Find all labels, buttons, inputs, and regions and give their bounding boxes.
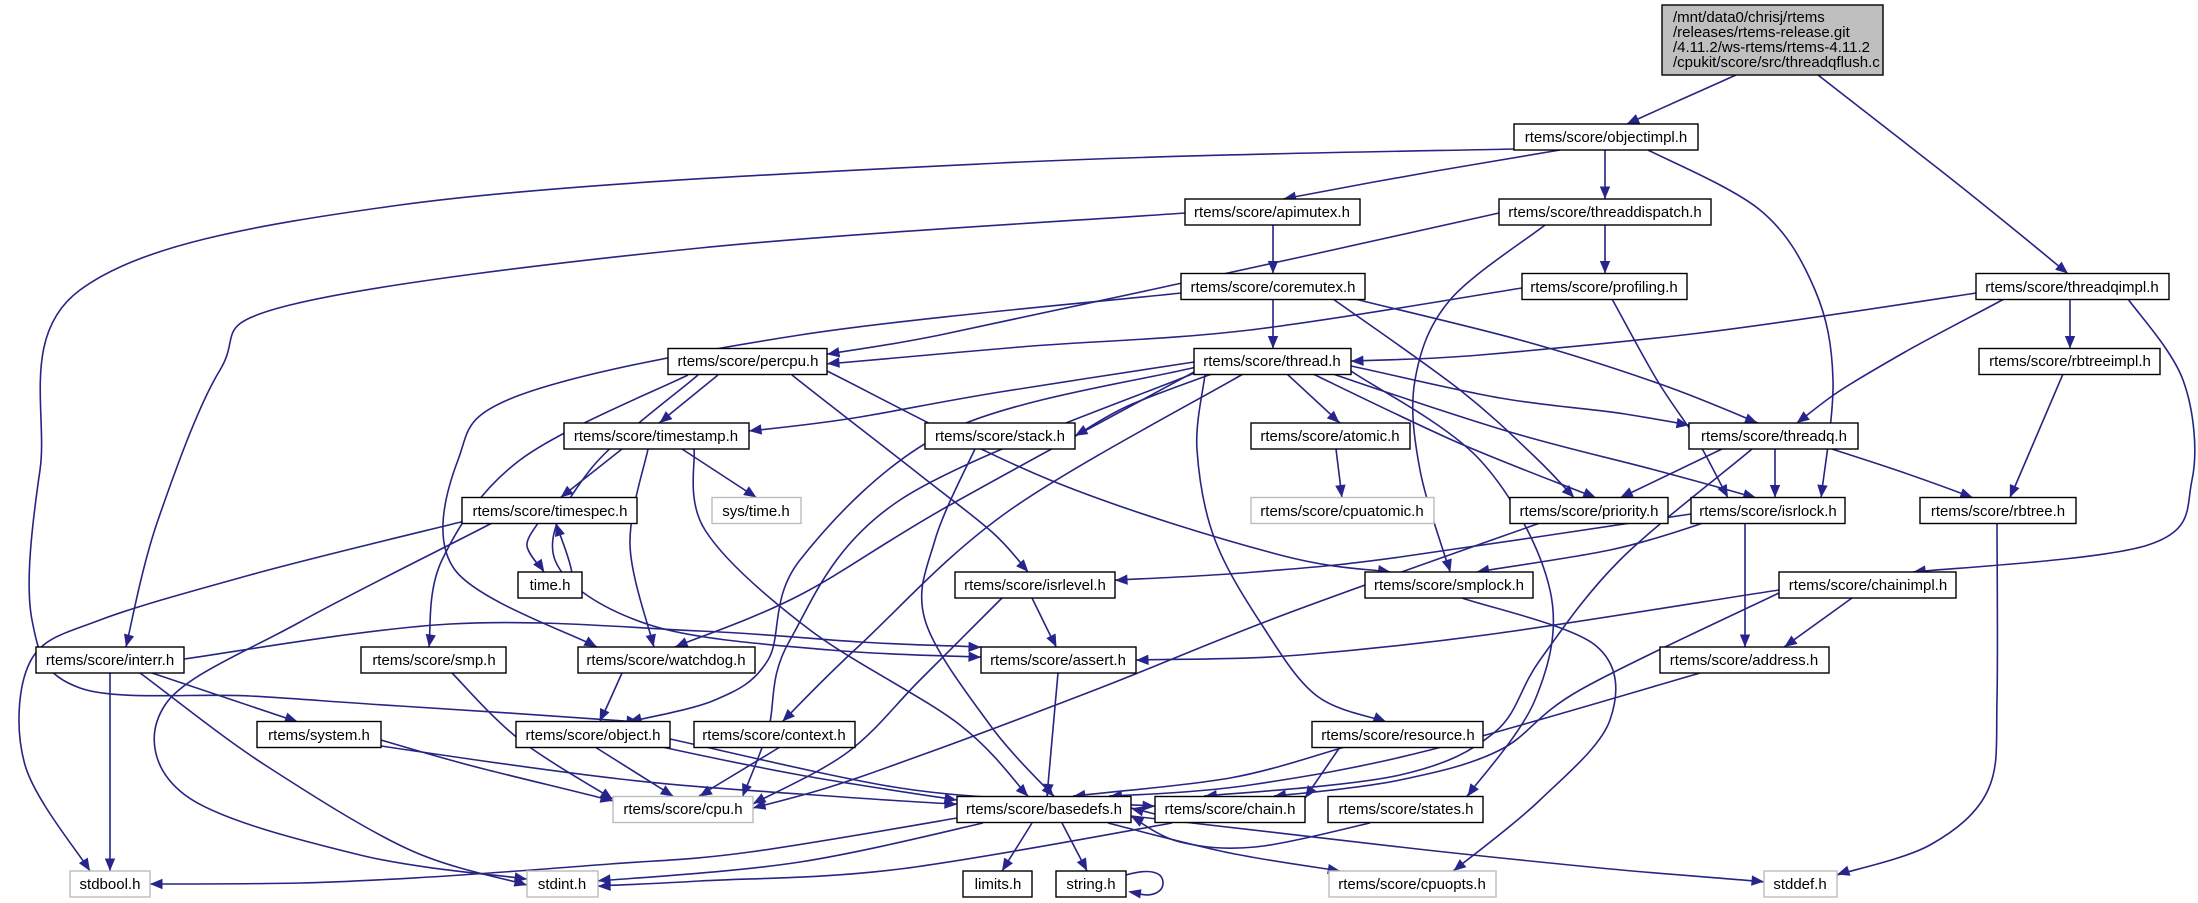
svg-text:rtems/score/chainimpl.h: rtems/score/chainimpl.h [1789, 577, 1947, 594]
svg-text:rtems/score/isrlock.h: rtems/score/isrlock.h [1699, 503, 1837, 520]
svg-text:/cpukit/score/src/threadqflush: /cpukit/score/src/threadqflush.c [1673, 54, 1880, 71]
svg-text:rtems/score/cpuatomic.h: rtems/score/cpuatomic.h [1260, 503, 1423, 520]
svg-text:rtems/score/priority.h: rtems/score/priority.h [1520, 503, 1659, 520]
svg-text:rtems/score/assert.h: rtems/score/assert.h [990, 652, 1126, 669]
svg-text:rtems/score/watchdog.h: rtems/score/watchdog.h [586, 652, 745, 669]
svg-text:rtems/score/percpu.h: rtems/score/percpu.h [678, 353, 819, 370]
svg-text:rtems/system.h: rtems/system.h [268, 727, 370, 744]
svg-text:/mnt/data0/chrisj/rtems: /mnt/data0/chrisj/rtems [1673, 9, 1825, 26]
svg-text:rtems/score/chain.h: rtems/score/chain.h [1165, 801, 1296, 818]
svg-text:sys/time.h: sys/time.h [722, 503, 790, 520]
svg-text:string.h: string.h [1066, 876, 1115, 893]
svg-text:rtems/score/rbtreeimpl.h: rtems/score/rbtreeimpl.h [1989, 353, 2151, 370]
svg-text:rtems/score/interr.h: rtems/score/interr.h [46, 652, 174, 669]
svg-text:rtems/score/states.h: rtems/score/states.h [1338, 801, 1473, 818]
svg-text:/releases/rtems-release.git: /releases/rtems-release.git [1673, 24, 1851, 41]
svg-text:stddef.h: stddef.h [1773, 876, 1826, 893]
svg-text:rtems/score/apimutex.h: rtems/score/apimutex.h [1194, 204, 1350, 221]
svg-text:rtems/score/atomic.h: rtems/score/atomic.h [1260, 428, 1399, 445]
svg-text:rtems/score/cpu.h: rtems/score/cpu.h [623, 801, 742, 818]
svg-text:limits.h: limits.h [975, 876, 1022, 893]
svg-text:rtems/score/cpuopts.h: rtems/score/cpuopts.h [1338, 876, 1486, 893]
svg-text:rtems/score/basedefs.h: rtems/score/basedefs.h [966, 801, 1122, 818]
svg-text:rtems/score/timespec.h: rtems/score/timespec.h [472, 503, 627, 520]
svg-text:rtems/score/rbtree.h: rtems/score/rbtree.h [1931, 503, 2065, 520]
svg-text:rtems/score/isrlevel.h: rtems/score/isrlevel.h [964, 577, 1106, 594]
svg-text:rtems/score/timestamp.h: rtems/score/timestamp.h [574, 428, 738, 445]
svg-text:rtems/score/profiling.h: rtems/score/profiling.h [1530, 279, 1678, 296]
svg-text:rtems/score/smp.h: rtems/score/smp.h [372, 652, 495, 669]
svg-text:rtems/score/smplock.h: rtems/score/smplock.h [1374, 577, 1524, 594]
svg-text:stdint.h: stdint.h [538, 876, 586, 893]
svg-text:rtems/score/object.h: rtems/score/object.h [525, 727, 660, 744]
svg-text:rtems/score/coremutex.h: rtems/score/coremutex.h [1190, 279, 1355, 296]
svg-text:time.h: time.h [530, 577, 571, 594]
svg-text:rtems/score/objectimpl.h: rtems/score/objectimpl.h [1525, 129, 1688, 146]
svg-text:rtems/score/stack.h: rtems/score/stack.h [935, 428, 1065, 445]
svg-text:rtems/score/threadqimpl.h: rtems/score/threadqimpl.h [1985, 279, 2158, 296]
svg-text:rtems/score/address.h: rtems/score/address.h [1670, 652, 1818, 669]
svg-text:rtems/score/threadq.h: rtems/score/threadq.h [1701, 428, 1847, 445]
svg-text:rtems/score/threaddispatch.h: rtems/score/threaddispatch.h [1508, 204, 1701, 221]
svg-text:/4.11.2/ws-rtems/rtems-4.11.2: /4.11.2/ws-rtems/rtems-4.11.2 [1673, 39, 1870, 56]
svg-text:rtems/score/thread.h: rtems/score/thread.h [1203, 353, 1341, 370]
svg-text:rtems/score/resource.h: rtems/score/resource.h [1321, 727, 1474, 744]
svg-text:rtems/score/context.h: rtems/score/context.h [702, 727, 845, 744]
svg-text:stdbool.h: stdbool.h [80, 876, 141, 893]
